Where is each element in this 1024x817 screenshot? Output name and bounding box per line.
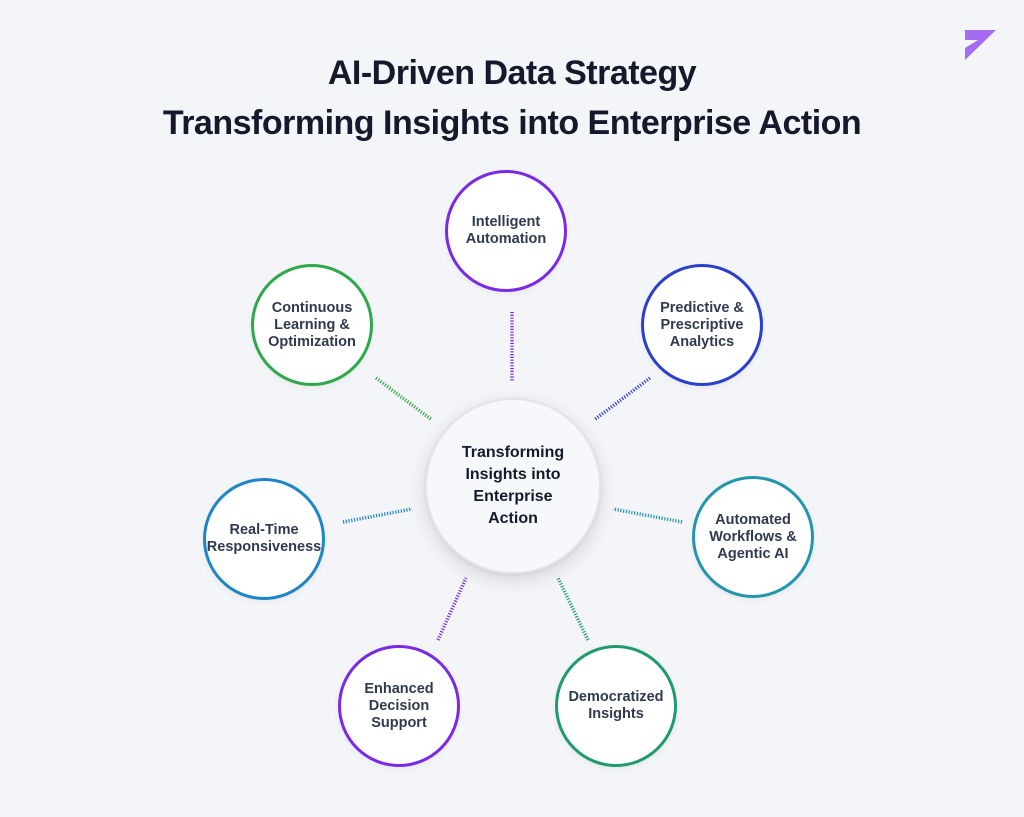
center-hub: Transforming Insights into Enterprise Ac… (425, 398, 601, 574)
node-decision-support: Enhanced Decision Support (338, 645, 460, 767)
node-label: Predictive & Prescriptive Analytics (660, 299, 744, 350)
node-real-time-responsiveness: Real-Time Responsiveness (203, 478, 325, 600)
node-label: Enhanced Decision Support (364, 680, 434, 731)
connector-automated-workflows (612, 507, 683, 524)
node-label: Democratized Insights (568, 689, 664, 722)
connector-real-time (342, 507, 413, 524)
brand-chevron-icon (965, 30, 996, 60)
connector-decision-support (436, 577, 468, 641)
page-title: AI-Driven Data Strategy Transforming Ins… (0, 48, 1024, 148)
center-label: Transforming Insights into Enterprise Ac… (461, 444, 565, 527)
node-label: Intelligent Automation (465, 214, 547, 247)
node-label: Real-Time Responsiveness (206, 522, 322, 555)
node-label: Automated Workflows & Agentic AI (709, 511, 797, 562)
connector-democratized-insights (556, 577, 590, 641)
node-automated-workflows: Automated Workflows & Agentic AI (692, 476, 814, 598)
title-line-1: AI-Driven Data Strategy (327, 54, 697, 92)
connector-predictive-analytics (592, 376, 652, 422)
node-continuous-learning: Continuous Learning & Optimization (251, 264, 373, 386)
title-line-2: Transforming Insights into Enterprise Ac… (162, 104, 862, 142)
node-predictive-analytics: Predictive & Prescriptive Analytics (641, 264, 763, 386)
node-democratized-insights: Democratized Insights (555, 645, 677, 767)
connector-continuous-learning (374, 376, 434, 422)
node-label: Continuous Learning & Optimization (268, 299, 356, 350)
node-intelligent-automation: Intelligent Automation (445, 170, 567, 292)
